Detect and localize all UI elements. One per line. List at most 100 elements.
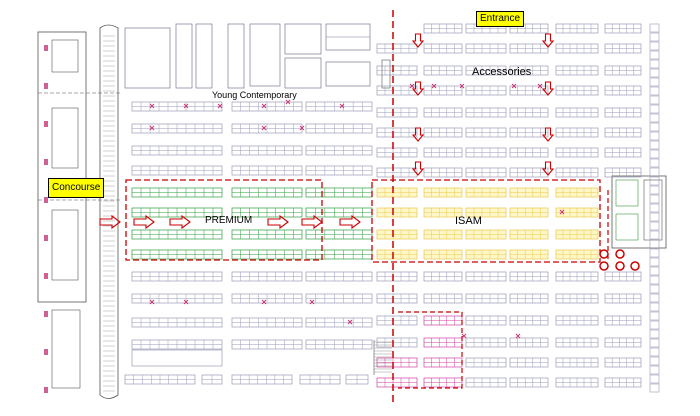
- booth-cell: [649, 275, 660, 285]
- booth-block: [604, 377, 642, 388]
- booth-block: [423, 127, 463, 138]
- booth-block: [423, 377, 463, 388]
- booth-marker-icon: [183, 103, 189, 109]
- storage-room: [284, 23, 322, 55]
- booth-block: [376, 315, 418, 326]
- booth-cell: [649, 293, 660, 303]
- booth-block: [555, 65, 599, 76]
- isam-zone-outline: [371, 179, 601, 263]
- booth-block: [509, 293, 549, 304]
- booth-block: [423, 167, 463, 178]
- highlight-zone-outline: [398, 311, 463, 389]
- arrow-icon: [169, 214, 191, 230]
- booth-block: [465, 357, 507, 368]
- column-marker: [44, 387, 48, 393]
- booth-block: [509, 337, 549, 348]
- booth-cell: [649, 212, 660, 222]
- booth-block: [131, 101, 223, 112]
- booth-cell: [649, 113, 660, 123]
- storage-room: [284, 57, 322, 89]
- booth-block: [465, 293, 507, 304]
- booth-cell: [649, 185, 660, 195]
- booth-block: [423, 293, 463, 304]
- booth-block: [423, 85, 463, 96]
- concourse-room: [51, 107, 79, 169]
- concourse-room: [51, 209, 79, 281]
- booth-block: [131, 229, 223, 240]
- booth-block: [231, 249, 303, 260]
- booth-marker-icon: [409, 83, 415, 89]
- booth-block: [465, 65, 507, 76]
- booth-cell: [649, 77, 660, 87]
- column-marker: [44, 235, 48, 241]
- booth-cell: [649, 221, 660, 231]
- booth-block: [131, 293, 223, 304]
- booth-block: [231, 229, 303, 240]
- booth-cell: [649, 329, 660, 339]
- booth-block: [345, 374, 369, 385]
- booth-marker-icon: [511, 83, 517, 89]
- booth-block: [231, 271, 303, 282]
- booth-block: [555, 229, 599, 240]
- arrow-icon: [541, 161, 555, 176]
- booth-block: [509, 357, 549, 368]
- young-contemporary-label: Young Contemporary: [212, 90, 297, 100]
- arrow-icon: [411, 161, 425, 176]
- booth-block: [305, 229, 373, 240]
- circle-marker-icon: [630, 261, 640, 271]
- booth-cell: [649, 194, 660, 204]
- zone-outlines: [125, 10, 609, 405]
- storage-room: [227, 23, 245, 89]
- storage-room: [175, 23, 193, 89]
- booth-block: [555, 337, 599, 348]
- booth-block: [305, 165, 373, 176]
- booth-block: [231, 374, 293, 385]
- booth-block: [376, 229, 418, 240]
- booth-marker-icon: [309, 299, 315, 305]
- booth-block: [231, 187, 303, 198]
- service-room: [615, 213, 639, 241]
- circle-marker-icon: [615, 261, 625, 271]
- isam-label: ISAM: [455, 215, 482, 227]
- booth-block: [231, 317, 303, 328]
- booth-block: [509, 271, 549, 282]
- arrow-icon: [339, 214, 361, 230]
- booth-block: [423, 271, 463, 282]
- booth-marker-icon: [559, 209, 565, 215]
- booth-cell: [649, 59, 660, 69]
- booth-block: [465, 167, 507, 178]
- booth-block: [423, 249, 463, 260]
- booth-block: [509, 127, 549, 138]
- column-marker: [44, 83, 48, 89]
- booth-block: [231, 145, 303, 156]
- booth-block: [376, 65, 418, 76]
- booth-block: [555, 127, 599, 138]
- booth-block: [305, 271, 373, 282]
- arrow-icon: [411, 33, 425, 48]
- booth-block: [465, 271, 507, 282]
- booth-marker-icon: [339, 103, 345, 109]
- booth-marker-icon: [431, 83, 437, 89]
- booth-block: [509, 85, 549, 96]
- booth-cell: [649, 86, 660, 96]
- booth-block: [376, 187, 418, 198]
- booth-marker-icon: [515, 333, 521, 339]
- booth-block: [509, 43, 549, 54]
- booth-block: [376, 377, 418, 388]
- concourse-outline: [37, 31, 87, 303]
- booth-block: [124, 374, 196, 385]
- booth-block: [555, 107, 599, 118]
- booth-block: [131, 249, 223, 260]
- booth-cell: [649, 131, 660, 141]
- booth-block: [231, 165, 303, 176]
- concourse-room: [51, 39, 79, 73]
- booth-block: [423, 43, 463, 54]
- booth-cell: [649, 239, 660, 249]
- column-marker: [44, 121, 48, 127]
- booth-block: [465, 315, 507, 326]
- booth-block: [131, 145, 223, 156]
- booth-cell: [649, 383, 660, 393]
- booth-block: [423, 23, 463, 34]
- circle-marker-icon: [599, 249, 609, 259]
- booth-cell: [649, 365, 660, 375]
